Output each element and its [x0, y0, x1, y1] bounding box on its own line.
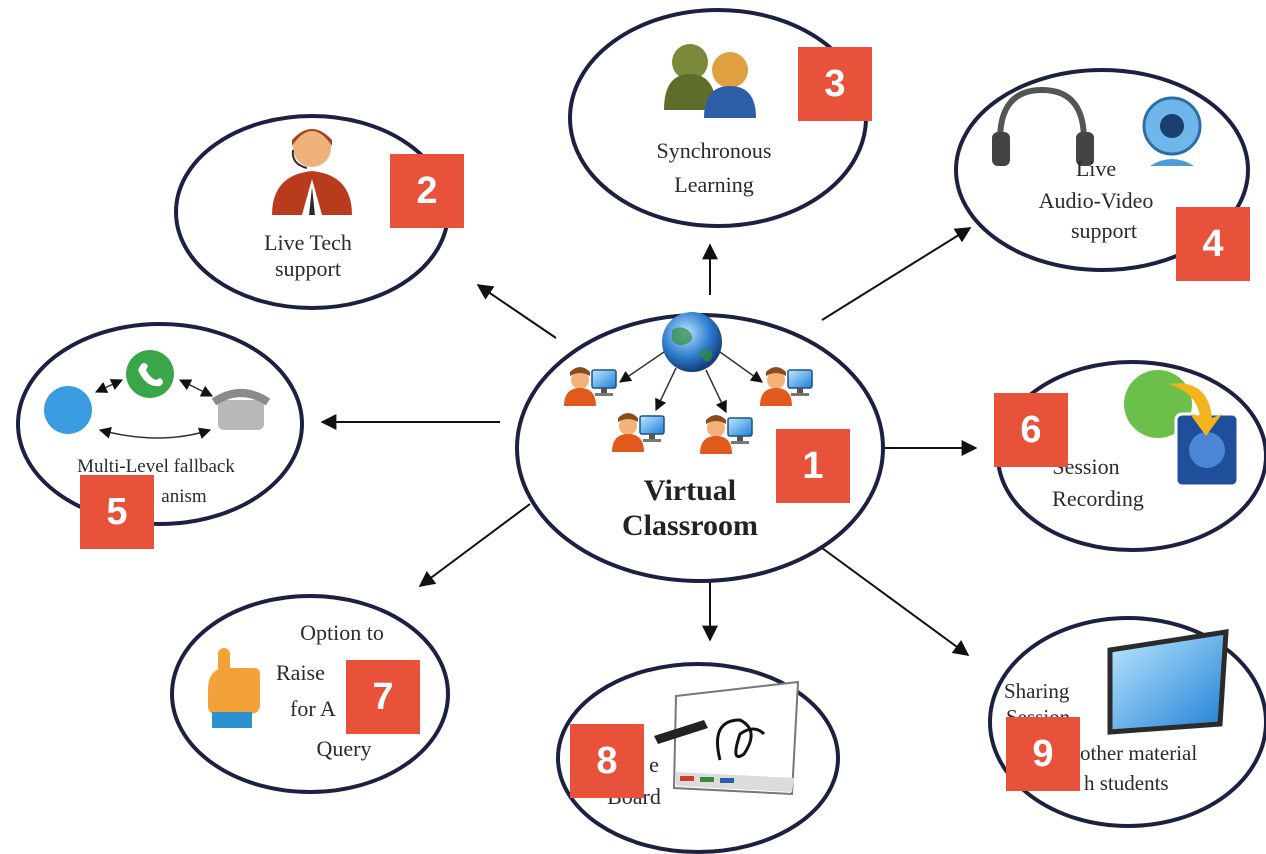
node-board-line1: e	[649, 752, 659, 777]
node-tech-line1: Live Tech	[264, 230, 352, 255]
recording-icon	[1124, 370, 1240, 488]
globe-icon	[662, 312, 722, 372]
badge-9: 9	[1006, 717, 1080, 791]
node-multi-level-fallback: Multi-Level fallback anism	[16, 322, 304, 526]
arrow-to-tech	[476, 284, 557, 339]
badge-5: 5	[80, 475, 154, 549]
node-recording-line2: Recording	[1052, 486, 1144, 511]
node-fallback-line1: Multi-Level fallback	[77, 456, 235, 477]
arrow-to-raise	[418, 503, 531, 587]
screen-icon	[1107, 629, 1229, 735]
telephone-icon	[218, 400, 264, 430]
badge-6: 6	[994, 393, 1068, 467]
node-raise-hand: Option to Raise for A Query	[170, 594, 450, 794]
badge-8: 8	[570, 724, 644, 798]
node-av-line3: support	[1071, 218, 1137, 243]
raise-hand-icon	[208, 648, 260, 728]
network-users-icon	[564, 351, 813, 454]
node-live-audio-video: Live Audio-Video support	[954, 68, 1250, 272]
center-title-line1: Virtual	[644, 474, 736, 507]
node-sharing-line1: Sharing	[1004, 679, 1070, 703]
whiteboard-icon	[654, 680, 800, 796]
center-title-line2: Classroom	[622, 509, 758, 542]
badge-1: 1	[776, 429, 850, 503]
node-tech-line2: support	[275, 256, 341, 281]
badge-4: 4	[1176, 207, 1250, 281]
arrow-to-sharing	[821, 547, 970, 656]
node-raise-line2: Raise	[276, 660, 325, 685]
headphones-icon	[992, 86, 1094, 166]
node-live-tech-support: Live Tech support	[174, 114, 450, 310]
node-fallback-line2: anism	[161, 486, 207, 507]
node-synchronous-learning: Synchronous Learning	[568, 8, 868, 228]
node-sync-line1: Synchronous	[657, 138, 772, 163]
node-av-line2: Audio-Video	[1039, 188, 1154, 213]
node-raise-line3: for A	[290, 696, 336, 721]
center-node: Virtual Classroom	[515, 312, 885, 583]
chat-icon	[44, 386, 92, 434]
connector-arrows	[320, 227, 978, 656]
node-sync-line2: Learning	[674, 172, 753, 197]
users-group-icon	[664, 44, 756, 118]
arrow-to-av	[821, 227, 972, 321]
fallback-icons	[44, 350, 271, 440]
node-sharing-line3: other material	[1080, 741, 1197, 765]
node-raise-line1: Option to	[300, 620, 384, 645]
badge-7: 7	[346, 660, 420, 734]
webcam-icon	[1142, 96, 1202, 166]
phone-call-icon	[126, 350, 174, 398]
badge-3: 3	[798, 47, 872, 121]
node-raise-line4: Query	[317, 736, 372, 761]
support-agent-icon	[272, 129, 352, 215]
node-av-line1: Live	[1076, 156, 1116, 181]
node-sharing-line4: h students	[1084, 771, 1169, 795]
badge-2: 2	[390, 154, 464, 228]
